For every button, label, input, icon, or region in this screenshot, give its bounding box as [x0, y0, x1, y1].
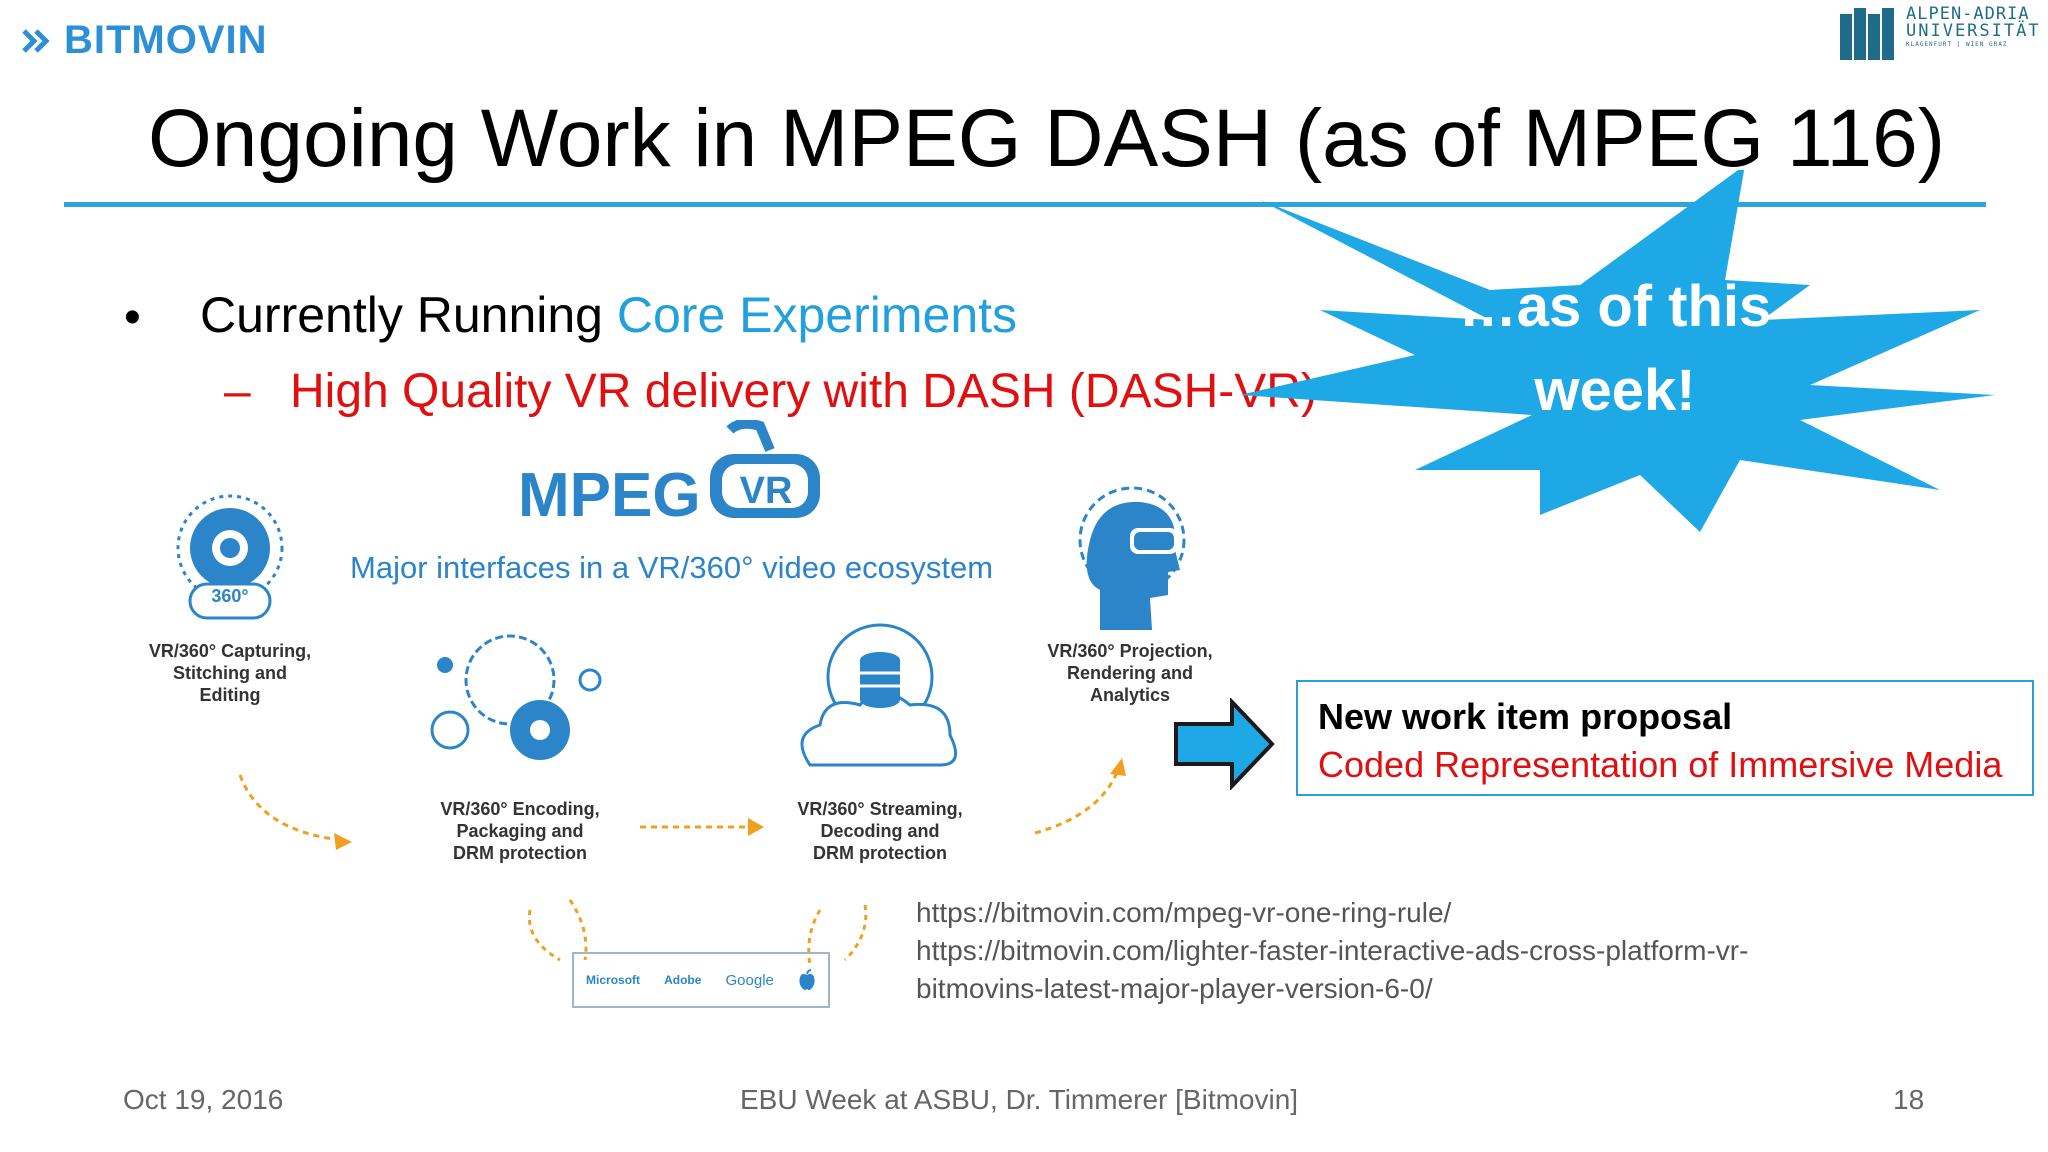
sub-bullet-text: High Quality VR delivery with DASH (DASH…	[290, 365, 1317, 418]
university-line2: UNIVERSITÄT	[1906, 21, 2041, 41]
arrow-stream-to-render	[1034, 769, 1120, 835]
title-rule	[64, 202, 1986, 207]
footer-date: Oct 19, 2016	[123, 1084, 284, 1115]
bullet-marker: •	[124, 291, 141, 344]
gears-icon	[430, 634, 602, 760]
vr-logo-text: VR	[739, 470, 793, 512]
proposal-box: New work item proposal Coded Representat…	[1296, 680, 2034, 796]
slide-title: Ongoing Work in MPEG DASH (as of MPEG 11…	[148, 93, 1946, 184]
proposal-heading: New work item proposal	[1318, 696, 1733, 737]
bitmovin-logo: BITMOVIN	[22, 18, 268, 63]
university-emblem-icon	[1840, 8, 1894, 60]
starburst-line1: …as of this	[1458, 274, 1772, 339]
link-player-6-line2[interactable]: bitmovins-latest-major-player-version-6-…	[916, 973, 1433, 1004]
vendors-box: Microsoft Adobe Google	[572, 952, 830, 1008]
camera-badge: 360°	[211, 586, 249, 606]
university-line3: KLAGENFURT | WIEN GRAZ	[1906, 41, 2008, 48]
right-arrow-icon	[1174, 698, 1275, 790]
camera-360-icon	[176, 494, 284, 620]
footer-center: EBU Week at ASBU, Dr. Timmerer [Bitmovin…	[740, 1084, 1299, 1115]
cloud-database-icon	[800, 623, 958, 767]
starburst-text: …as of this week!	[1430, 265, 1800, 433]
starburst-shape	[1240, 170, 1995, 532]
university-logo: ALPEN-ADRIA UNIVERSITÄT KLAGENFURT | WIE…	[1838, 6, 2041, 62]
proposal-detail: Coded Representation of Immersive Media	[1318, 744, 2003, 785]
brand-name: BITMOVIN	[64, 18, 268, 62]
vr-headset-icon	[710, 420, 820, 518]
bullet-text: Currently Running Core Experiments	[200, 286, 1017, 344]
vr-user-icon	[1078, 486, 1186, 630]
apple-icon	[799, 969, 815, 990]
flow-arrows	[238, 758, 1126, 966]
vendor-adobe: Adobe	[664, 973, 702, 987]
vr-ecosystem-diagram: MPEG VR Major interfaces in a VR/360° vi…	[130, 420, 1213, 1020]
vendor-microsoft: Microsoft	[586, 973, 641, 987]
page-number: 18	[1893, 1084, 1925, 1115]
arrow-capture-to-encode	[238, 774, 341, 842]
university-line1: ALPEN-ADRIA	[1906, 4, 2030, 24]
chevrons-icon	[22, 28, 50, 53]
link-player-6-line1[interactable]: https://bitmovin.com/lighter-faster-inte…	[916, 935, 1749, 966]
mpeg-logo-text: MPEG	[518, 461, 701, 530]
reference-links: https://bitmovin.com/mpeg-vr-one-ring-ru…	[916, 894, 1748, 1008]
link-mpeg-vr[interactable]: https://bitmovin.com/mpeg-vr-one-ring-ru…	[916, 897, 1452, 928]
diagram-subtitle: Major interfaces in a VR/360° video ecos…	[350, 550, 994, 585]
starburst-line2: week!	[1534, 358, 1696, 423]
bullet-prefix: Currently Running	[200, 287, 617, 343]
bullet-highlight: Core Experiments	[616, 287, 1018, 343]
vendor-google: Google	[725, 971, 774, 989]
sub-bullet-marker: –	[224, 365, 251, 418]
